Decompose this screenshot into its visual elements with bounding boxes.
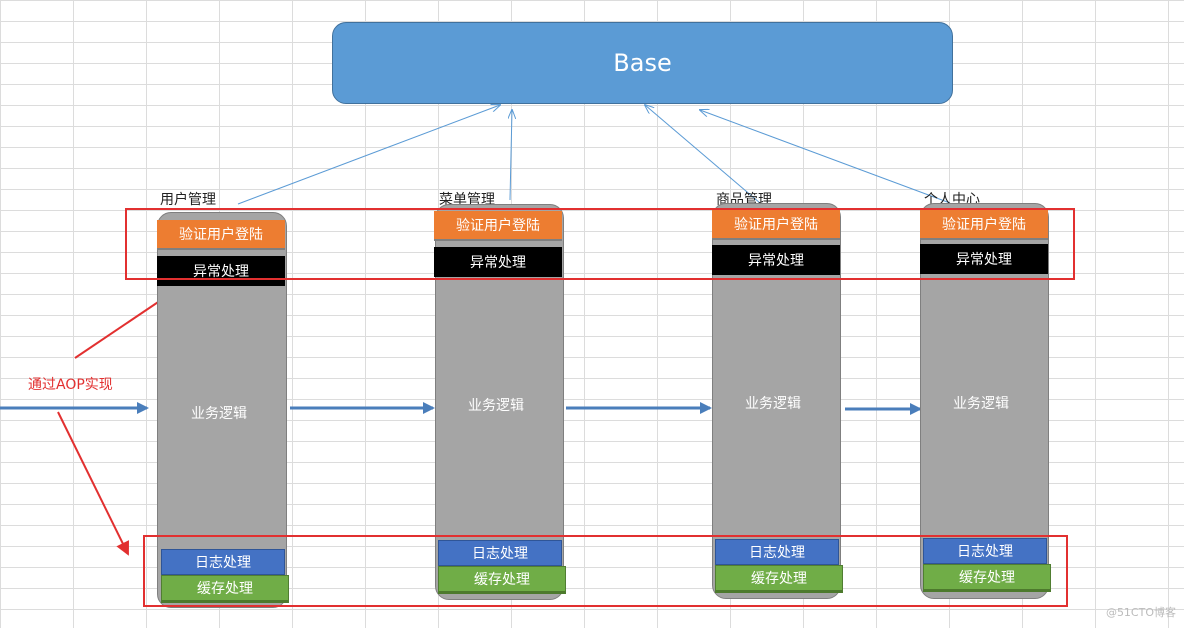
- business-logic-label: 业务逻辑: [191, 406, 247, 422]
- business-logic-label: 业务逻辑: [745, 396, 801, 412]
- aop-top-highlight-box: [125, 208, 1075, 280]
- business-logic-label: 业务逻辑: [953, 396, 1009, 412]
- inherit-line-4: [700, 110, 951, 204]
- inherit-line-1: [237, 105, 500, 205]
- base-class-box: Base: [332, 22, 953, 104]
- verify-login-block: 验证用户登陆: [712, 210, 840, 240]
- log-handling-block: 日志处理: [161, 549, 285, 575]
- verify-login-block: 验证用户登陆: [920, 210, 1048, 240]
- verify-login-block: 验证用户登陆: [434, 211, 562, 241]
- module-title-user-management: 用户管理: [160, 192, 216, 208]
- exception-handling-block: 异常处理: [434, 247, 562, 277]
- aop-bottom-highlight-box: [143, 535, 1068, 607]
- log-handling-block: 日志处理: [715, 539, 839, 565]
- aop-label: 通过AOP实现: [28, 377, 113, 393]
- verify-login-block: 验证用户登陆: [157, 220, 285, 250]
- exception-handling-block: 异常处理: [157, 256, 285, 286]
- cache-handling-block: 缓存处理: [923, 564, 1051, 592]
- business-logic-label: 业务逻辑: [468, 398, 524, 414]
- aop-arrow-down: [57, 411, 129, 556]
- cache-handling-block: 缓存处理: [438, 566, 566, 594]
- inherit-line-3: [645, 105, 761, 204]
- cache-handling-block: 缓存处理: [161, 575, 289, 603]
- exception-handling-block: 异常处理: [920, 244, 1048, 274]
- cache-handling-block: 缓存处理: [715, 565, 843, 593]
- exception-handling-block: 异常处理: [712, 245, 840, 275]
- log-handling-block: 日志处理: [923, 538, 1047, 564]
- watermark: @51CTO博客: [1105, 606, 1176, 619]
- inherit-line-2: [510, 110, 512, 201]
- log-handling-block: 日志处理: [438, 540, 562, 566]
